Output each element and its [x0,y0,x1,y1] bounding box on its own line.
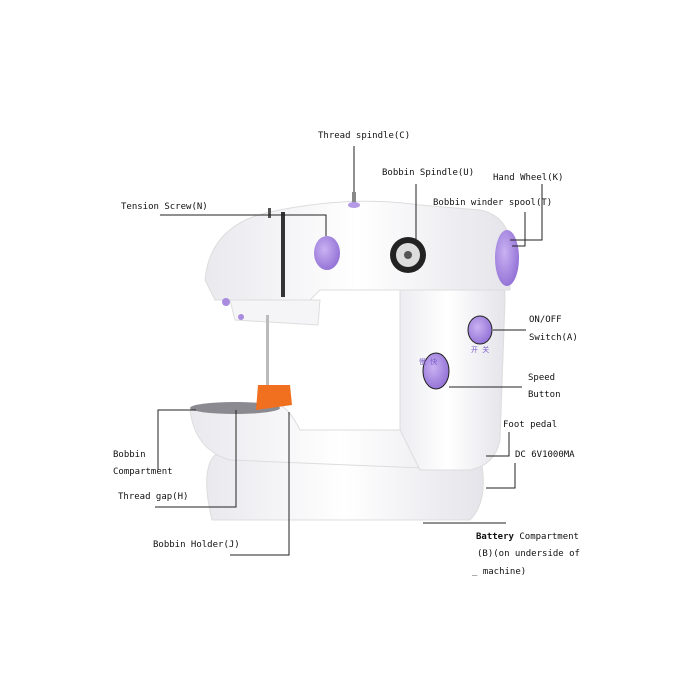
leader-lines [155,146,543,556]
hand-wheel [495,230,519,286]
label-bobbin-compartment-1: Bobbin [113,450,146,460]
label-battery-3: _ machine) [472,567,527,577]
label-battery-1: Battery Compartment [476,532,579,543]
label-bobbin-spindle: Bobbin Spindle(U) [382,168,475,178]
thread-guide [281,212,285,297]
label-hand-wheel: Hand Wheel(K) [493,173,564,183]
thread-spindle-base [348,202,360,208]
accent-dot [238,314,244,320]
tension-knob [314,236,340,270]
thread-spindle [352,192,356,204]
label-on-off-1: ON/OFF [529,315,562,325]
needle-bar [266,315,269,395]
label-thread-spindle: Thread spindle(C) [318,131,411,141]
label-bobbin-compartment-2: Compartment [113,467,173,477]
label-bobbin-winder-spool: Bobbin winder spool(T) [433,198,553,208]
machine-arm [204,200,511,301]
label-speed-2: Button [528,390,561,400]
battery-word: Battery [476,532,514,542]
tension-screw [268,208,271,218]
label-battery-2: (B)(on underside of [477,549,580,559]
accent-dot [222,298,230,306]
label-tension-screw: Tension Screw(N) [121,202,208,212]
label-dc-power: DC 6V1000MA [515,450,575,460]
on-off-switch [467,315,493,345]
speed-marking: 慢 快 [419,358,438,366]
on-off-marking: 开 关 [471,346,490,354]
label-bobbin-holder: Bobbin Holder(J) [153,540,240,550]
label-foot-pedal: Foot pedal [503,420,558,430]
battery-rest: Compartment [513,532,579,542]
needle-head [229,299,321,326]
presser-foot [256,385,292,410]
bobbin-winder-hub [404,251,412,259]
label-speed-1: Speed [528,373,556,383]
speed-button [422,352,450,390]
label-thread-gap: Thread gap(H) [118,492,189,502]
label-on-off-2: Switch(A) [529,333,578,343]
